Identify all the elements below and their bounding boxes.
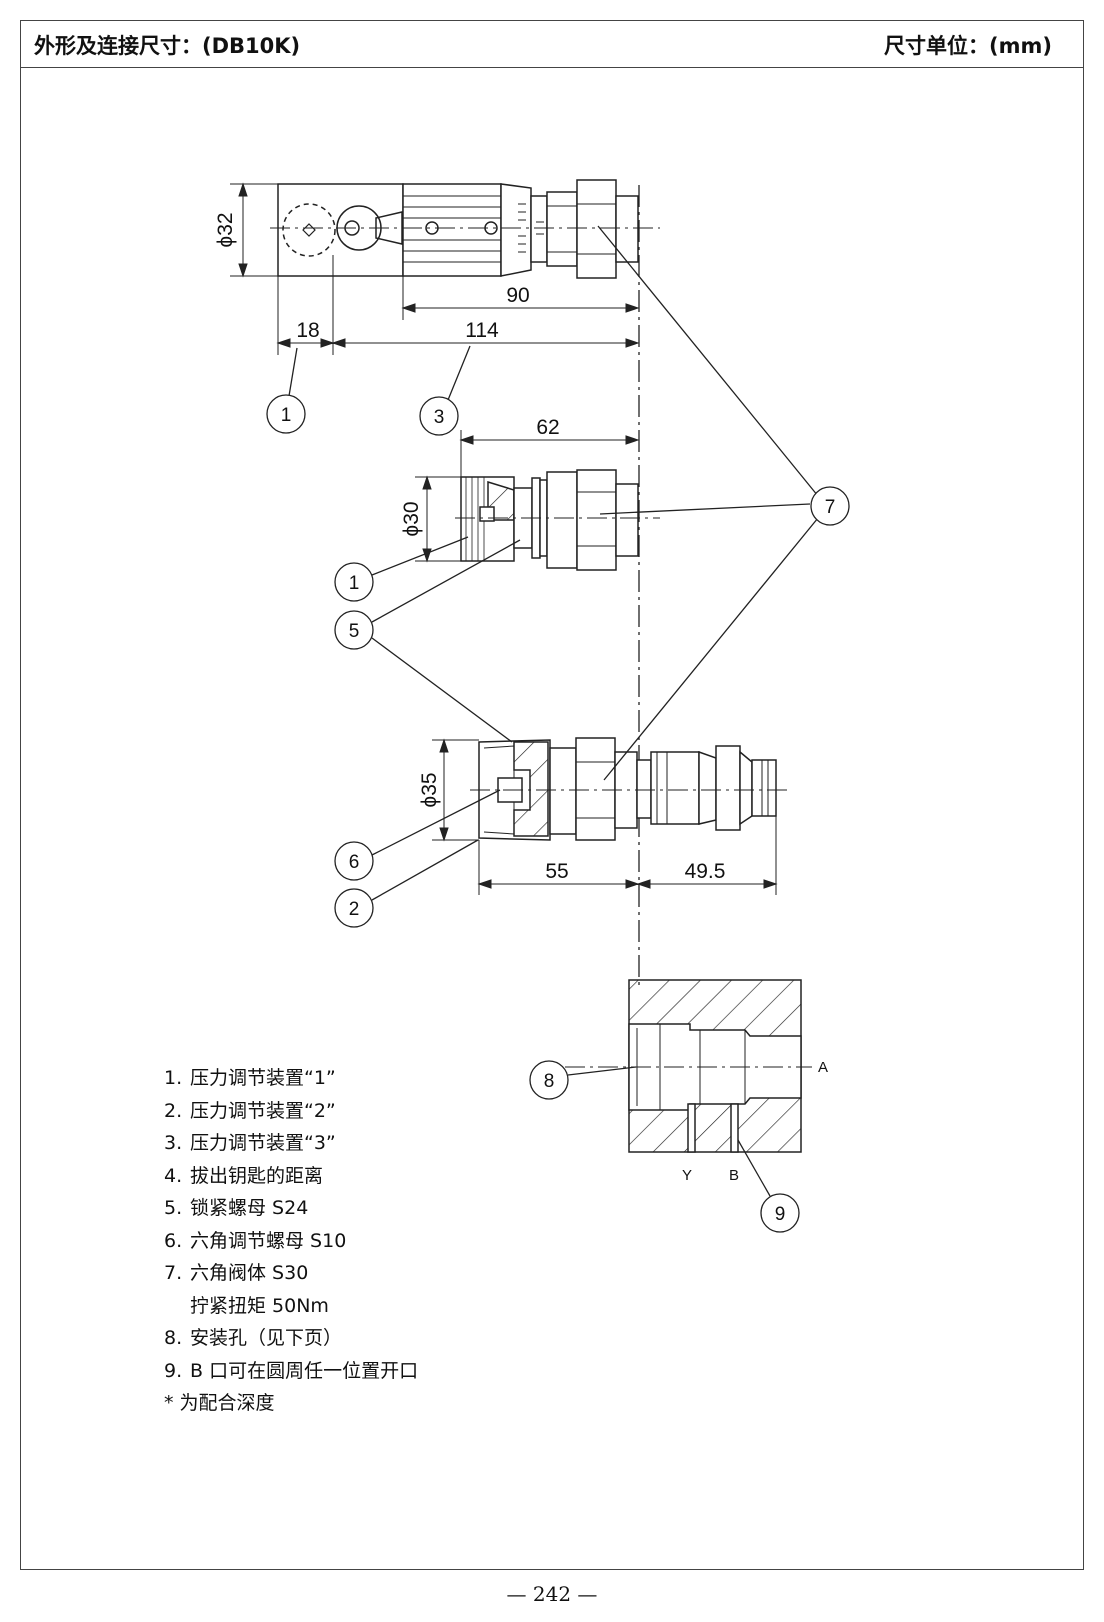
- legend-footnote: * 为配合深度: [164, 1392, 275, 1414]
- port-a-label: A: [818, 1059, 828, 1076]
- svg-text:3: 3: [434, 407, 445, 428]
- parts-legend: 1.压力调节装置“1” 2.压力调节装置“2” 3.压力调节装置“3” 4.拔出…: [164, 1062, 418, 1420]
- svg-text:1: 1: [281, 405, 292, 426]
- dim-length-55: 55: [545, 860, 568, 883]
- view1-dimensions: [230, 182, 640, 355]
- dim-diameter-30: ϕ30: [400, 501, 423, 536]
- dim-length-49-5: 49.5: [685, 860, 726, 883]
- drawing-title: 外形及连接尺寸：(DB10K): [34, 34, 301, 58]
- page-header: 外形及连接尺寸：(DB10K) 尺寸单位：(mm): [20, 20, 1084, 68]
- dim-diameter-35: ϕ35: [418, 772, 441, 807]
- balloon-8: 8: [529, 1060, 569, 1100]
- view-mounting-cavity: [565, 979, 812, 1153]
- balloon-1-top: 1: [266, 394, 306, 434]
- view2-dimensions: [415, 430, 640, 563]
- leader-lines: [288, 225, 819, 1197]
- view-pressure-device-3: [270, 179, 660, 279]
- balloon-2: 2: [334, 888, 374, 928]
- legend-item-8: 8.安装孔（见下页）: [164, 1327, 343, 1349]
- port-b-label: B: [729, 1167, 739, 1184]
- balloon-3: 3: [419, 396, 459, 436]
- legend-item-7-torque: 拧紧扭矩 50Nm: [190, 1294, 329, 1317]
- svg-text:7: 7: [825, 497, 836, 518]
- svg-text:5: 5: [349, 621, 360, 642]
- balloon-7: 7: [810, 486, 850, 526]
- legend-item-3: 3.压力调节装置“3”: [164, 1132, 336, 1154]
- dim-length-62: 62: [536, 416, 559, 439]
- legend-item-5: 5.锁紧螺母 S24: [164, 1197, 309, 1219]
- svg-text:1: 1: [349, 573, 360, 594]
- legend-item-9: 9.B 口可在圆周任一位置开口: [164, 1359, 419, 1382]
- dim-length-18: 18: [296, 319, 319, 342]
- svg-text:9: 9: [775, 1204, 786, 1225]
- balloon-1-middle: 1: [334, 562, 374, 602]
- legend-item-2: 2.压力调节装置“2”: [164, 1099, 336, 1122]
- balloon-9: 9: [760, 1193, 800, 1233]
- dim-diameter-32: ϕ32: [214, 212, 237, 247]
- port-y-label: Y: [682, 1167, 692, 1184]
- view3-dimensions: [432, 738, 778, 895]
- legend-item-4: 4.拔出钥匙的距离: [164, 1164, 324, 1187]
- unit-label: 尺寸单位：(mm): [884, 34, 1052, 58]
- dim-length-90: 90: [506, 284, 529, 307]
- legend-item-7: 7.六角阀体 S30: [164, 1262, 309, 1284]
- view-pressure-device-2: [470, 737, 790, 841]
- svg-text:2: 2: [349, 899, 360, 920]
- svg-text:6: 6: [349, 852, 360, 873]
- page-frame: [20, 20, 1084, 1570]
- dim-length-114: 114: [465, 319, 499, 342]
- view-pressure-device-1: [455, 469, 660, 571]
- legend-item-1: 1.压力调节装置“1”: [164, 1067, 336, 1089]
- balloon-6: 6: [334, 841, 374, 881]
- svg-text:8: 8: [544, 1071, 555, 1092]
- legend-item-6: 6.六角调节螺母 S10: [164, 1229, 347, 1252]
- balloon-5: 5: [334, 610, 374, 650]
- page-number: — 242 —: [506, 1582, 598, 1606]
